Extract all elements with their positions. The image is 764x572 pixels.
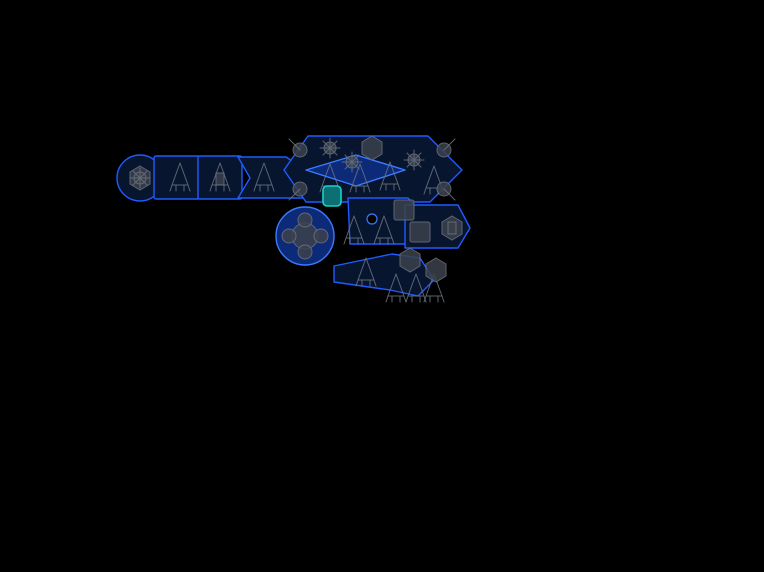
selected-module[interactable]: [322, 185, 342, 207]
shield-generator-icon[interactable]: [281, 212, 329, 260]
gear-icon[interactable]: [319, 137, 341, 159]
engine-segment-1[interactable]: [153, 155, 201, 200]
ship[interactable]: [116, 135, 471, 303]
hull-hatch-icon[interactable]: [366, 213, 378, 225]
cargo-icon[interactable]: [409, 221, 431, 243]
cargo-icon[interactable]: [393, 199, 415, 221]
main-hull-highlight: [305, 154, 406, 187]
reactor-icon[interactable]: [403, 149, 425, 171]
gun-turret-icon[interactable]: [209, 162, 231, 192]
reactor-icon[interactable]: [341, 151, 363, 173]
cockpit-icon[interactable]: [441, 215, 463, 241]
selected-module-highlight[interactable]: [322, 185, 342, 207]
module-icons: [129, 135, 463, 303]
hardpoint-barrel-icon: [288, 138, 456, 201]
